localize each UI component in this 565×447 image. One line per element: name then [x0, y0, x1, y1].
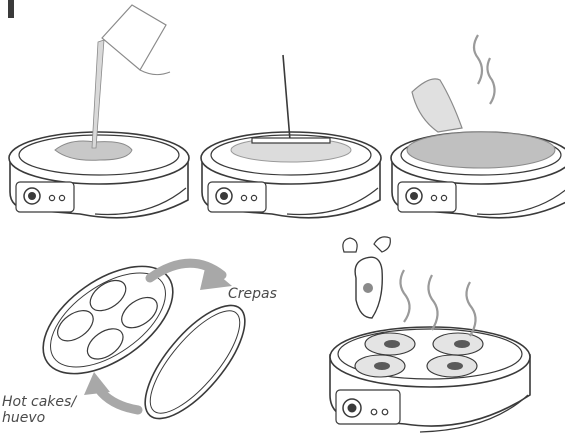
corner-mark	[8, 0, 14, 18]
crepe-maker-icon	[330, 327, 530, 432]
pitcher-pouring-icon	[92, 5, 170, 148]
cracked-egg-icon	[343, 237, 390, 318]
step-3-cook-crepe	[391, 35, 565, 218]
spreader-stick-icon	[252, 55, 330, 143]
step-2-spread-batter	[201, 55, 381, 218]
steam-icon	[474, 35, 495, 104]
step-1-pour-batter	[9, 5, 189, 218]
hotcakes-label-line-1: Hot cakes/	[2, 394, 76, 410]
hotcakes-label-line-2: huevo	[2, 410, 76, 426]
hotcakes-huevo-label: Hot cakes/ huevo	[2, 394, 76, 426]
cooked-crepe	[407, 132, 555, 168]
crepas-label: Crepas	[228, 286, 277, 302]
hand-spatula-icon	[412, 79, 462, 132]
step-5-cook-eggs	[330, 237, 530, 432]
steam-icon	[400, 270, 475, 336]
